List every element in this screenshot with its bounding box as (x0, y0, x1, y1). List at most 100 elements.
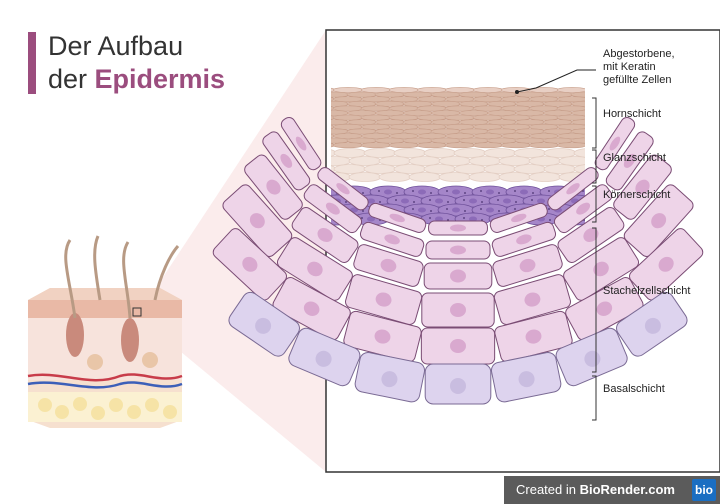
lucidum-cell (423, 148, 457, 158)
granular-nucleus (503, 198, 511, 204)
lucidum-cell (348, 172, 382, 182)
keratinocyte-flat (332, 142, 364, 149)
keratohyalin-granule (514, 208, 516, 210)
basal-cell (616, 291, 688, 357)
lucidum-cell (378, 156, 412, 166)
keratohyalin-granule (412, 208, 414, 210)
keratohyalin-granule (531, 199, 533, 201)
keratohyalin-granule (514, 190, 516, 192)
title-line-1: Der Aufbau (48, 31, 184, 61)
keratohyalin-granule (430, 210, 432, 212)
keratinocyte-flat (556, 142, 585, 149)
lucidum-cell (363, 164, 397, 174)
granular-nucleus (469, 198, 477, 204)
lucidum-cell (393, 148, 427, 158)
keratohyalin-granule (413, 201, 415, 203)
spinous-nucleus (516, 234, 532, 245)
lucidum-cell (468, 156, 502, 166)
keratohyalin-granule (480, 208, 482, 210)
spinous-nucleus (450, 303, 466, 317)
lucidum-cell (378, 172, 412, 182)
basal-nucleus (518, 371, 535, 388)
bracket-basalschicht (592, 375, 597, 421)
annotation-dead-cells: Abgestorbene, mit Keratin gefüllte Zelle… (603, 48, 675, 86)
keratohyalin-granule (548, 208, 550, 210)
keratohyalin-granule (548, 190, 550, 192)
biorender-credit[interactable]: Created in BioRender.com bio (504, 476, 720, 504)
bracket-glanzschicht (592, 149, 597, 184)
keratohyalin-granule (497, 199, 499, 201)
spinous-nucleus (566, 183, 580, 195)
keratohyalin-granule (463, 217, 465, 219)
keratinocyte-flat (388, 142, 420, 149)
keratinocyte-flat (556, 123, 585, 130)
lucidum-cell (513, 148, 547, 158)
keratinocyte-flat (500, 142, 532, 149)
keratinocyte-flat (556, 105, 585, 112)
lucidum-cell (573, 164, 585, 174)
spinous-nucleus (596, 301, 613, 316)
spinous-cell (493, 274, 571, 325)
spinous-cell (368, 202, 427, 233)
spinous-nucleus (576, 202, 591, 215)
spinous-nucleus (280, 153, 293, 168)
spinous-cell (494, 310, 573, 363)
title-accent-bar (28, 32, 36, 94)
keratinocyte-flat (444, 142, 476, 149)
spinous-cell (272, 277, 351, 341)
spinous-cell (565, 277, 644, 341)
keratinocyte-flat (528, 142, 560, 149)
keratohyalin-granule (464, 192, 466, 194)
granular-nucleus (418, 207, 426, 213)
lucidum-cell (558, 156, 585, 166)
lucidum-cell (438, 172, 472, 182)
spinous-cell (244, 154, 303, 220)
spinous-nucleus (623, 153, 636, 168)
spinous-nucleus (658, 256, 674, 272)
keratohyalin-granule (430, 192, 432, 194)
label-glanzschicht: Glanzschicht (603, 152, 666, 164)
keratohyalin-granule (446, 208, 448, 210)
spinous-cell (491, 221, 557, 257)
spinous-cell (317, 167, 369, 211)
keratohyalin-granule (532, 192, 534, 194)
spinous-nucleus (374, 329, 391, 344)
lucidum-cell (408, 172, 442, 182)
spinous-nucleus (635, 179, 650, 195)
keratohyalin-granule (396, 192, 398, 194)
annotation-leader-line (516, 69, 596, 93)
bracket-koernerschicht (592, 185, 597, 223)
spinous-cell (553, 184, 613, 234)
spinous-nucleus (249, 213, 265, 229)
keratohyalin-granule (412, 190, 414, 192)
lucidum-cell (543, 164, 577, 174)
spinous-cell (557, 207, 625, 263)
spinous-cell (345, 274, 423, 325)
granular-nucleus (452, 189, 460, 195)
skin-block-illustration (27, 235, 183, 428)
title-line-2: der Epidermis (48, 64, 226, 94)
spinous-cell (423, 262, 493, 290)
keratinocyte-flat (360, 142, 392, 149)
spinous-cell (421, 292, 495, 328)
spinous-nucleus (303, 301, 320, 316)
granular-nucleus (384, 189, 392, 195)
spinous-cell (563, 237, 640, 301)
spinous-cell (420, 327, 496, 365)
keratinocyte-flat (416, 142, 448, 149)
spinous-nucleus (583, 227, 599, 243)
keratohyalin-granule (429, 217, 431, 219)
spinous-nucleus (450, 339, 466, 353)
keratohyalin-granule (362, 210, 364, 212)
spinous-nucleus (389, 213, 405, 223)
spinous-nucleus (609, 136, 621, 151)
stratum-lucidum (331, 148, 585, 182)
spinous-nucleus (295, 136, 307, 151)
basal-cell (354, 352, 426, 403)
basal-cell (424, 363, 492, 405)
spinous-nucleus (450, 224, 466, 232)
spinous-cell (212, 228, 287, 301)
spinous-nucleus (524, 292, 541, 307)
biorender-logo-icon: bio (692, 479, 716, 501)
